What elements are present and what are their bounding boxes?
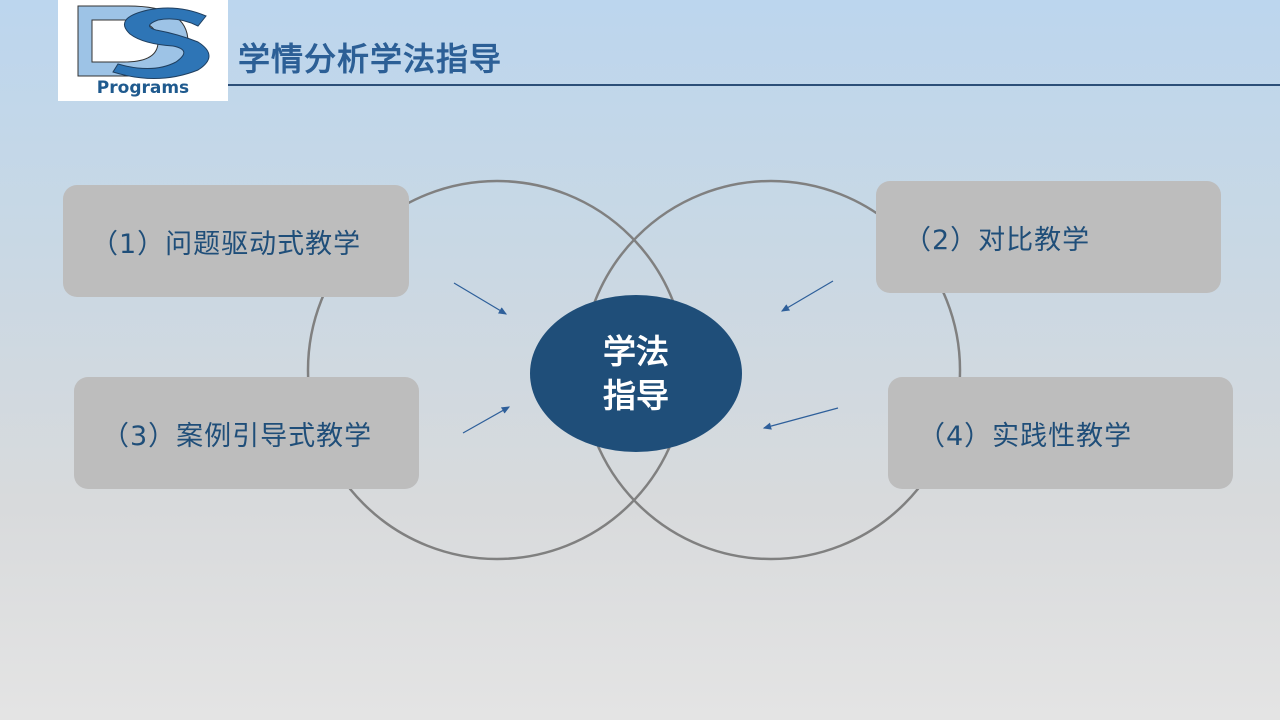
method-label: （3）案例引导式教学: [102, 420, 373, 452]
arrow-2: [780, 280, 834, 312]
arrow-3: [462, 406, 511, 434]
method-label: （1）问题驱动式教学: [91, 228, 362, 260]
method-box-3: （3）案例引导式教学: [74, 377, 419, 489]
page-title: 学情分析学法指导: [238, 40, 503, 78]
title-divider: [228, 84, 1280, 86]
method-box-1: （1）问题驱动式教学: [63, 185, 409, 297]
method-label: （2）对比教学: [904, 224, 1091, 256]
logo-text: Programs: [96, 78, 190, 98]
arrow-1: [453, 282, 508, 315]
method-box-2: （2）对比教学: [876, 181, 1221, 293]
center-line-2: 指导: [603, 375, 669, 415]
ds-logo-icon: [77, 5, 210, 79]
arrow-4: [762, 407, 839, 430]
center-line-1: 学法: [603, 331, 669, 371]
method-box-4: （4）实践性教学: [888, 377, 1233, 489]
method-label: （4）实践性教学: [918, 420, 1133, 452]
center-ellipse: 学法指导: [530, 295, 742, 452]
logo: Programs: [58, 0, 228, 101]
